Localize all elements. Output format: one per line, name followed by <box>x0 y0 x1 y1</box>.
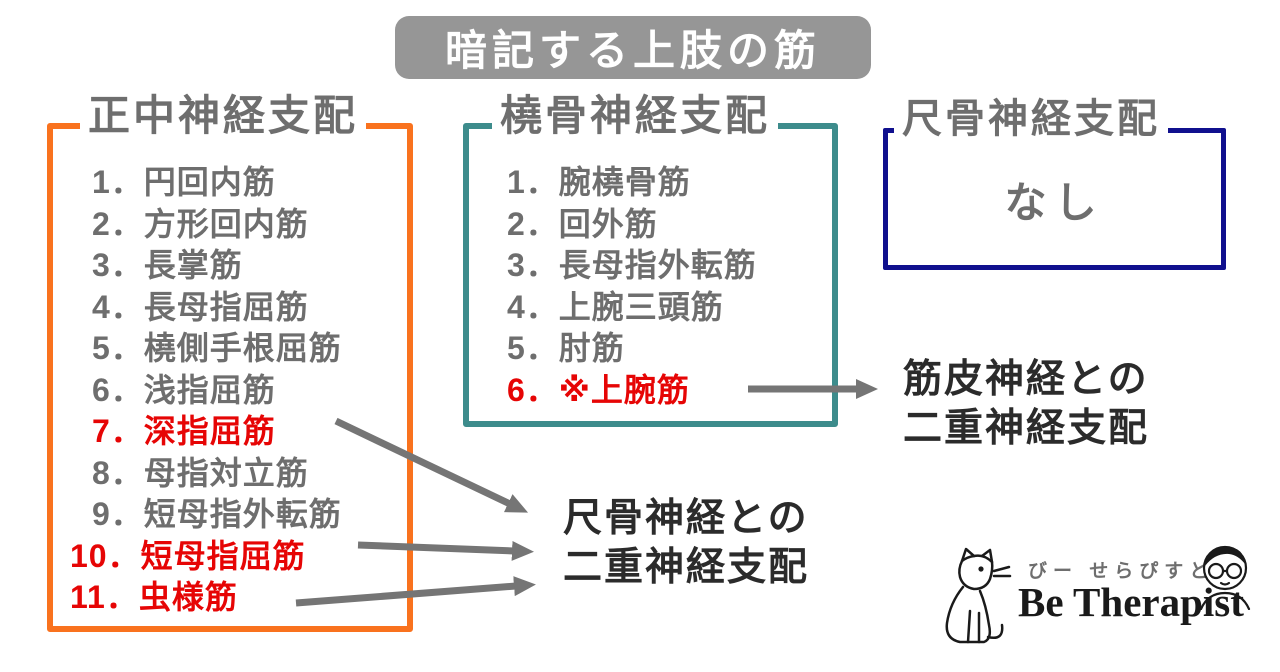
list-item: 4．長母指屈筋 <box>92 288 309 325</box>
list-item: 3．長母指外転筋 <box>507 247 757 283</box>
ulnar-none-text: なし <box>1004 178 1105 226</box>
list-item: 2．回外筋 <box>507 205 658 242</box>
musculocutaneous-dual-annotation: 筋皮神経との 二重神経支配 <box>903 355 1149 453</box>
annotation-line: 二重神経支配 <box>563 546 810 589</box>
list-item-highlighted: 11．虫様筋 <box>70 579 238 615</box>
list-item: 1．腕橈骨筋 <box>507 164 691 200</box>
radial-nerve-header: 橈骨神経支配 <box>492 92 779 140</box>
list-item-highlighted: 6．※上腕筋 <box>507 371 690 408</box>
ulnar-dual-annotation: 尺骨神経との 二重神経支配 <box>563 494 809 592</box>
list-item: 6．浅指屈筋 <box>92 371 276 408</box>
annotation-line: 筋皮神経との <box>903 358 1149 401</box>
page-title: 暗記する上肢の筋 <box>444 27 821 74</box>
annotation-line: 尺骨神経との <box>563 497 809 540</box>
annotation-line: 二重神経支配 <box>903 407 1150 450</box>
list-item-highlighted: 10．短母指屈筋 <box>70 537 306 574</box>
list-item: 8．母指対立筋 <box>92 454 309 491</box>
ulnar-nerve-box: なし <box>883 128 1226 270</box>
logo-kana-text: びー せらぴすと <box>1028 561 1215 582</box>
list-item: 1．円回内筋 <box>92 164 276 200</box>
list-item-highlighted: 7．深指屈筋 <box>92 413 276 449</box>
list-item: 4．上腕三頭筋 <box>507 288 724 325</box>
ulnar-nerve-header: 尺骨神経支配 <box>894 97 1168 141</box>
list-item: 5．肘筋 <box>507 330 625 366</box>
radial-muscle-list: 1．腕橈骨筋 2．回外筋 3．長母指外転筋 4．上腕三頭筋 5．肘筋 6．※上腕… <box>507 162 757 411</box>
list-item: 3．長掌筋 <box>92 247 243 283</box>
median-nerve-header: 正中神経支配 <box>80 92 367 140</box>
list-item: 2．方形回内筋 <box>92 205 309 242</box>
cat-logo-icon <box>945 547 1012 644</box>
list-item: 5．橈側手根屈筋 <box>92 330 342 366</box>
median-muscle-list: 1．円回内筋 2．方形回内筋 3．長掌筋 4．長母指屈筋 5．橈側手根屈筋 6．… <box>70 162 342 619</box>
title-banner: 暗記する上肢の筋 <box>395 16 871 79</box>
list-item: 9．短母指外転筋 <box>92 496 342 532</box>
therapist-face-icon <box>1199 545 1251 610</box>
